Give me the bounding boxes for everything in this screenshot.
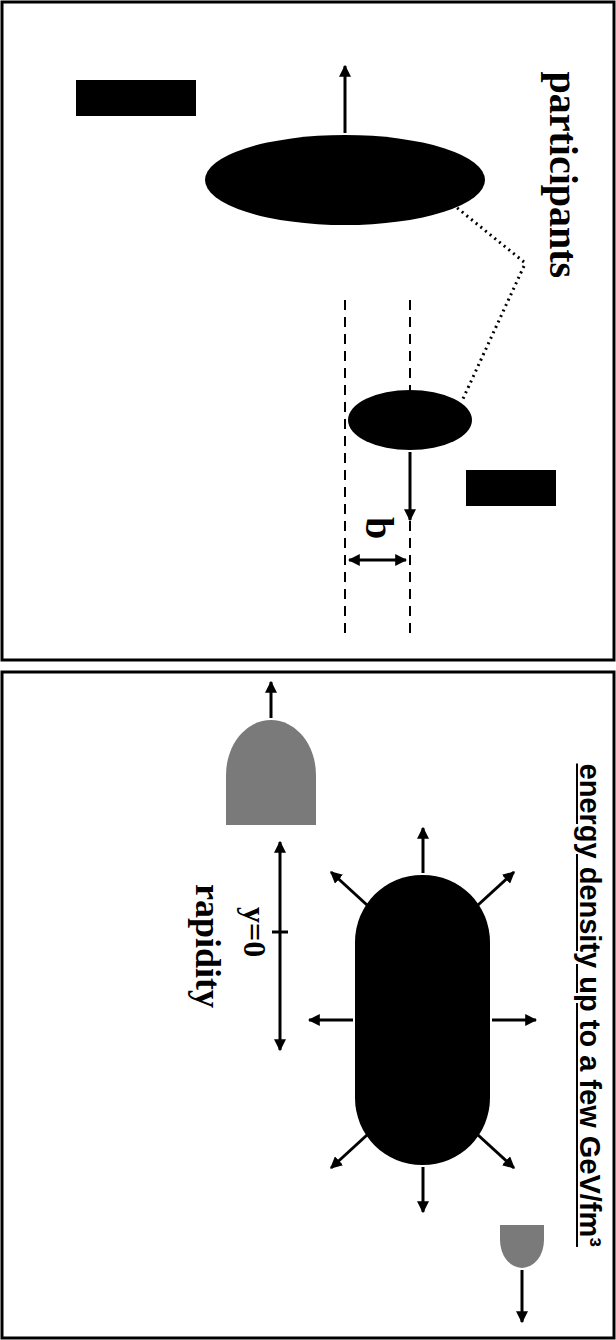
panel-frame — [2, 672, 614, 1338]
spectator-bar — [76, 80, 196, 116]
motion-arrow — [409, 452, 412, 520]
motion-arrow — [270, 682, 273, 718]
spectator-fragment — [500, 1225, 544, 1268]
axis-dashed — [409, 300, 411, 640]
axis-tick-label: y=0 — [236, 907, 273, 957]
large-nucleus — [205, 135, 485, 225]
panel-frame — [2, 2, 614, 660]
spectator-bar — [466, 470, 556, 506]
axis-tick — [272, 931, 288, 934]
small-nucleus — [348, 390, 472, 450]
motion-arrow — [344, 66, 347, 133]
participants-label: participants — [540, 72, 586, 279]
impact-parameter-label: b — [356, 517, 402, 539]
spectator-fragment — [226, 720, 316, 825]
axis-label: rapidity — [187, 884, 228, 1008]
emission-arrows — [309, 828, 536, 1212]
leader-dotted — [456, 207, 524, 262]
axis-dashed — [344, 300, 346, 640]
leader-dotted — [462, 266, 524, 401]
fireball — [355, 875, 490, 1165]
panel-title: energy density up to a few GeV/fm³ — [573, 764, 606, 1247]
motion-arrow — [521, 1270, 524, 1322]
impact-arrow — [349, 559, 406, 562]
rapidity-axis — [279, 842, 282, 1050]
